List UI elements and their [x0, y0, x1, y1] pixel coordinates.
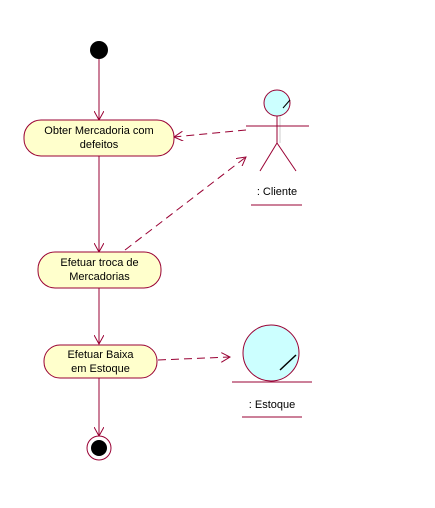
initial-node-icon	[90, 41, 108, 59]
dependency-troca-to-cliente	[124, 157, 246, 251]
activity-baixa-line1: Efetuar Baixa	[67, 349, 134, 361]
activity-efetuar-troca[interactable]	[37, 251, 162, 289]
actor-estoque-label: : Estoque	[248, 399, 296, 411]
actor-stick-figure-icon[interactable]	[246, 89, 309, 172]
entity-circle-icon[interactable]	[232, 324, 312, 383]
activity-obter-line2: defeitos	[79, 139, 119, 151]
activity-troca-line1: Efetuar troca de	[60, 257, 139, 269]
activity-troca-line2: Mercadorias	[69, 271, 130, 283]
activity-efetuar-baixa-label: Efetuar Baixa em Estoque	[44, 348, 157, 376]
dependency-baixa-to-estoque	[157, 357, 230, 360]
activity-obter-line1: Obter Mercadoria com	[44, 125, 154, 137]
activity-baixa-line2: em Estoque	[71, 363, 130, 375]
actor-cliente-label: : Cliente	[256, 186, 298, 198]
activity-obter-mercadoria[interactable]	[23, 119, 175, 157]
activity-efetuar-baixa[interactable]	[43, 344, 158, 379]
activity-obter-mercadoria-label: Obter Mercadoria com defeitos	[24, 124, 174, 152]
dependency-cliente-to-obter	[174, 129, 247, 137]
final-node-icon	[86, 435, 112, 461]
activity-efetuar-troca-label: Efetuar troca de Mercadorias	[38, 256, 161, 284]
